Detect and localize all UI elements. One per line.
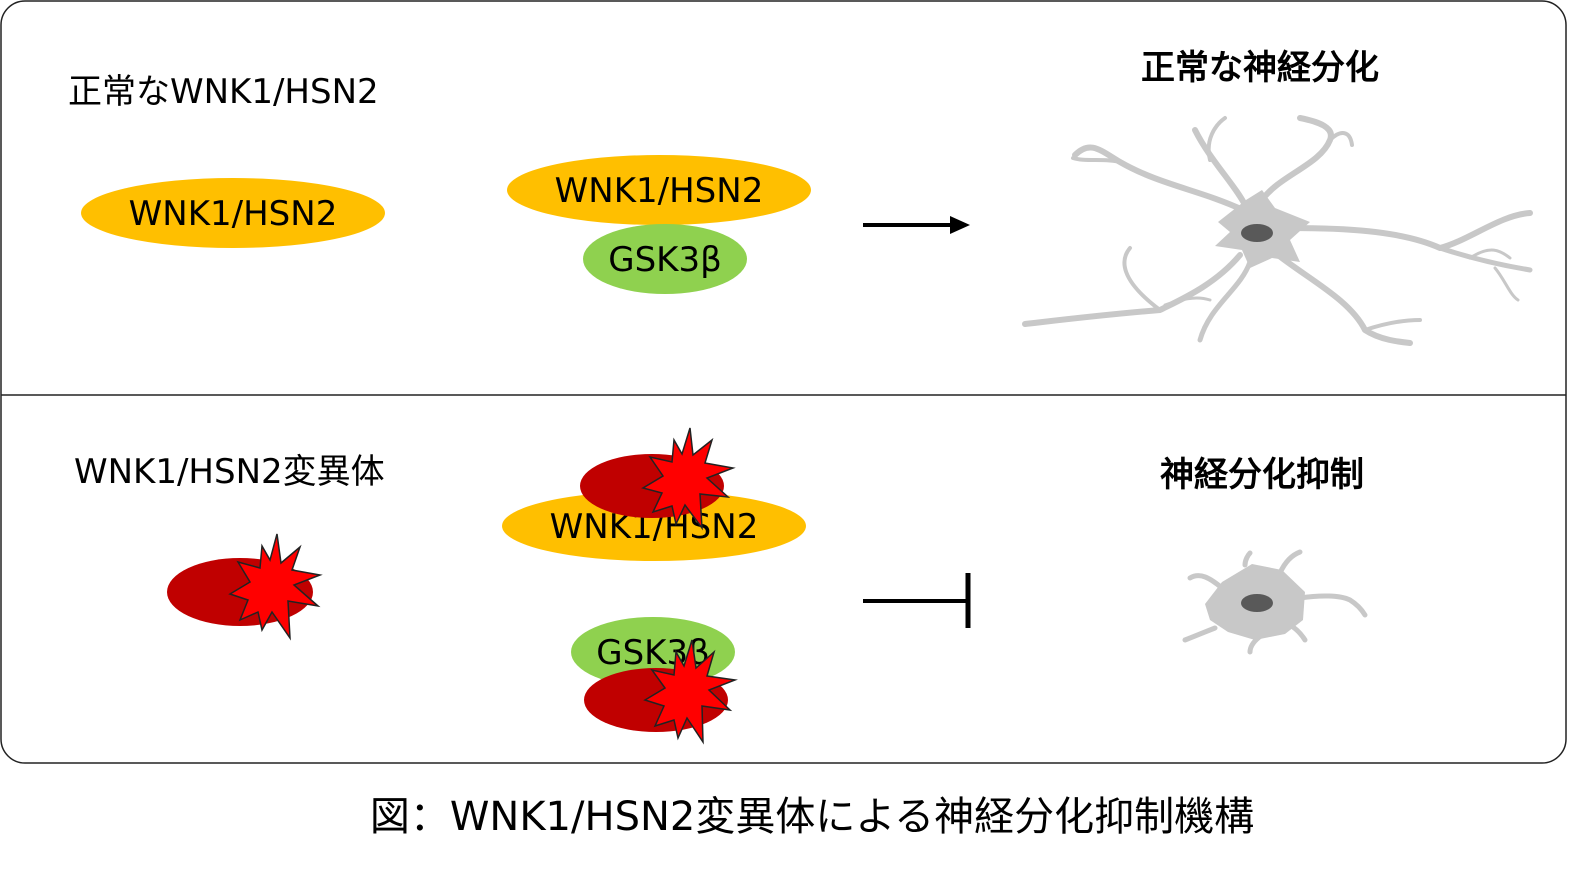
top-panel-title: 正常なWNK1/HSN2 [68,72,379,112]
wnk1-ellipse [81,178,385,248]
wnk1-single-label: WNK1/HSN2 [129,194,338,234]
bottom-panel-title: WNK1/HSN2変異体 [74,452,385,492]
wnk1-mutant-single [167,533,323,641]
differentiation-inhibited-label: 神経分化抑制 [1160,455,1364,495]
normal-differentiation-label: 正常な神経分化 [1141,48,1379,88]
mutation-star-icon [641,427,736,531]
wnk1-gsk3b-complex: WNK1/HSN2 GSK3β [507,155,811,294]
differentiated-neuron-icon [1022,115,1533,346]
neuron-nucleus [1241,224,1273,242]
inhibition-bar-icon [863,573,971,628]
wnk1-protein-single: WNK1/HSN2 [81,178,385,248]
activation-arrow-icon [863,216,970,234]
neuron-nucleus [1241,594,1273,612]
gsk3b-ellipse [583,224,747,294]
wnk1-mutant-complex: WNK1/HSN2 [502,427,806,561]
gsk3b-complex-label: GSK3β [608,240,722,280]
wnk1-ellipse [502,491,806,561]
figure-caption: 図：WNK1/HSN2変異体による神経分化抑制機構 [370,794,1254,840]
gsk3b-mutant-complex: GSK3β [571,617,738,745]
mutation-star-icon [643,639,738,745]
mutation-star-icon [228,533,323,641]
panel-frame [0,0,1567,764]
wnk1-complex-label: WNK1/HSN2 [555,171,764,211]
wnk1-ellipse [507,155,811,225]
